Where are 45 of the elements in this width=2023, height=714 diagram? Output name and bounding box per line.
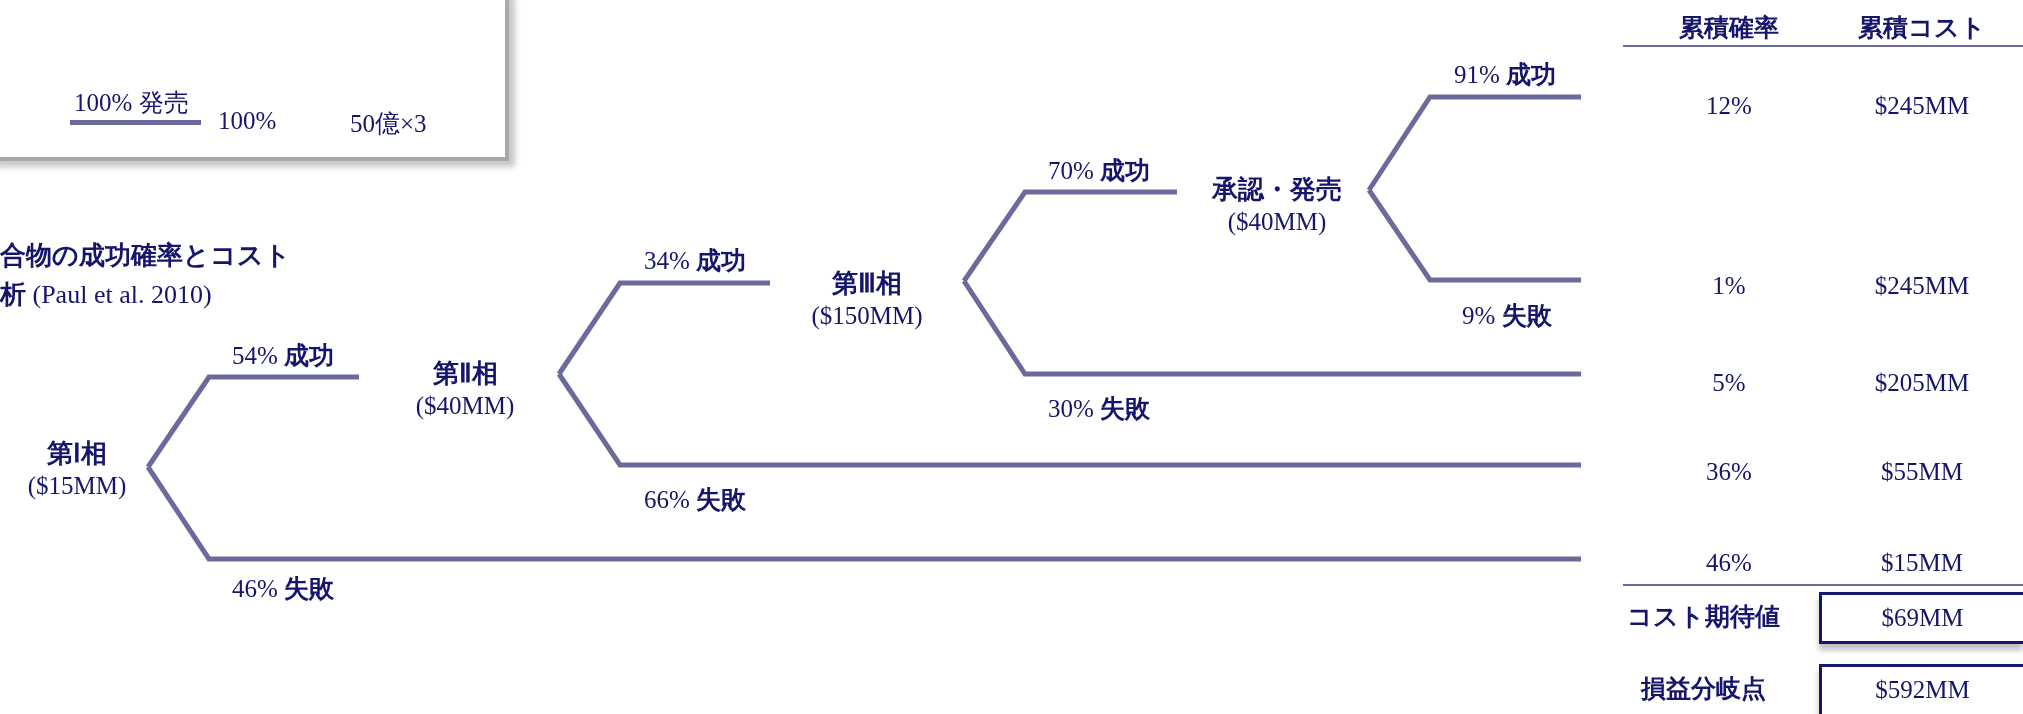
table-cell-text: 12%	[1705, 91, 1753, 121]
table-cell-text: 1%	[1711, 271, 1747, 301]
table-cell-text: $245MM	[1873, 271, 1971, 301]
phase-cost: ($40MM)	[1227, 207, 1327, 237]
table-cell-text: $15MM	[1880, 548, 1964, 578]
edge-label: 70% 成功	[1048, 156, 1151, 186]
row-heading: 損益分岐点	[1639, 674, 1767, 704]
table-cell-text: $245MM	[1873, 91, 1971, 121]
branch-line	[961, 279, 1581, 377]
branch-line	[961, 189, 1177, 283]
row-heading: コスト期待値	[1625, 602, 1781, 632]
column-header: 累積確率	[1678, 13, 1780, 43]
branch-line	[556, 280, 770, 376]
phase-name: 承認・発売	[1212, 174, 1342, 206]
info-panel	[0, 0, 509, 161]
phase-cost: ($15MM)	[27, 471, 127, 501]
column-header: 累積コスト	[1857, 13, 1987, 43]
edge-label: 91% 成功	[1454, 60, 1557, 90]
edge-label: 30% 失敗	[1048, 394, 1151, 424]
revenue-value: 50億×3	[350, 109, 427, 139]
branch-line	[1366, 188, 1581, 283]
branch-line	[556, 372, 1581, 468]
edge-label: 54% 成功	[232, 341, 335, 371]
phase-name: 第Ⅱ相	[432, 358, 498, 390]
branch-line	[1366, 94, 1581, 192]
value-box: $592MM	[1819, 664, 2023, 714]
table-cell-text: 36%	[1705, 457, 1753, 487]
value-box: $69MM	[1819, 592, 2023, 644]
edge-label: 46% 失敗	[232, 574, 335, 604]
table-cell-text: $205MM	[1873, 368, 1971, 398]
phase-cost: ($40MM)	[415, 391, 515, 421]
branch-line	[145, 374, 359, 469]
table-cell-text: 46%	[1705, 548, 1753, 578]
table-cell-text: $55MM	[1880, 457, 1964, 487]
phase-cost: ($150MM)	[811, 301, 923, 332]
edge-label: 9% 失敗	[1462, 301, 1552, 331]
edge-label: 34% 成功	[644, 246, 747, 276]
figure-title: 合物の成功確率とコスト析 (Paul et al. 2010)	[0, 240, 292, 311]
phase-name: 第Ⅲ相	[832, 268, 902, 300]
outcome-label: 100% 発売	[74, 88, 189, 118]
probability-value: 100%	[218, 107, 277, 135]
table-cell-text: 5%	[1711, 368, 1747, 398]
branch-line	[145, 465, 1581, 562]
edge-label: 66% 失敗	[644, 485, 747, 515]
phase-name: 第Ⅰ相	[47, 438, 107, 470]
